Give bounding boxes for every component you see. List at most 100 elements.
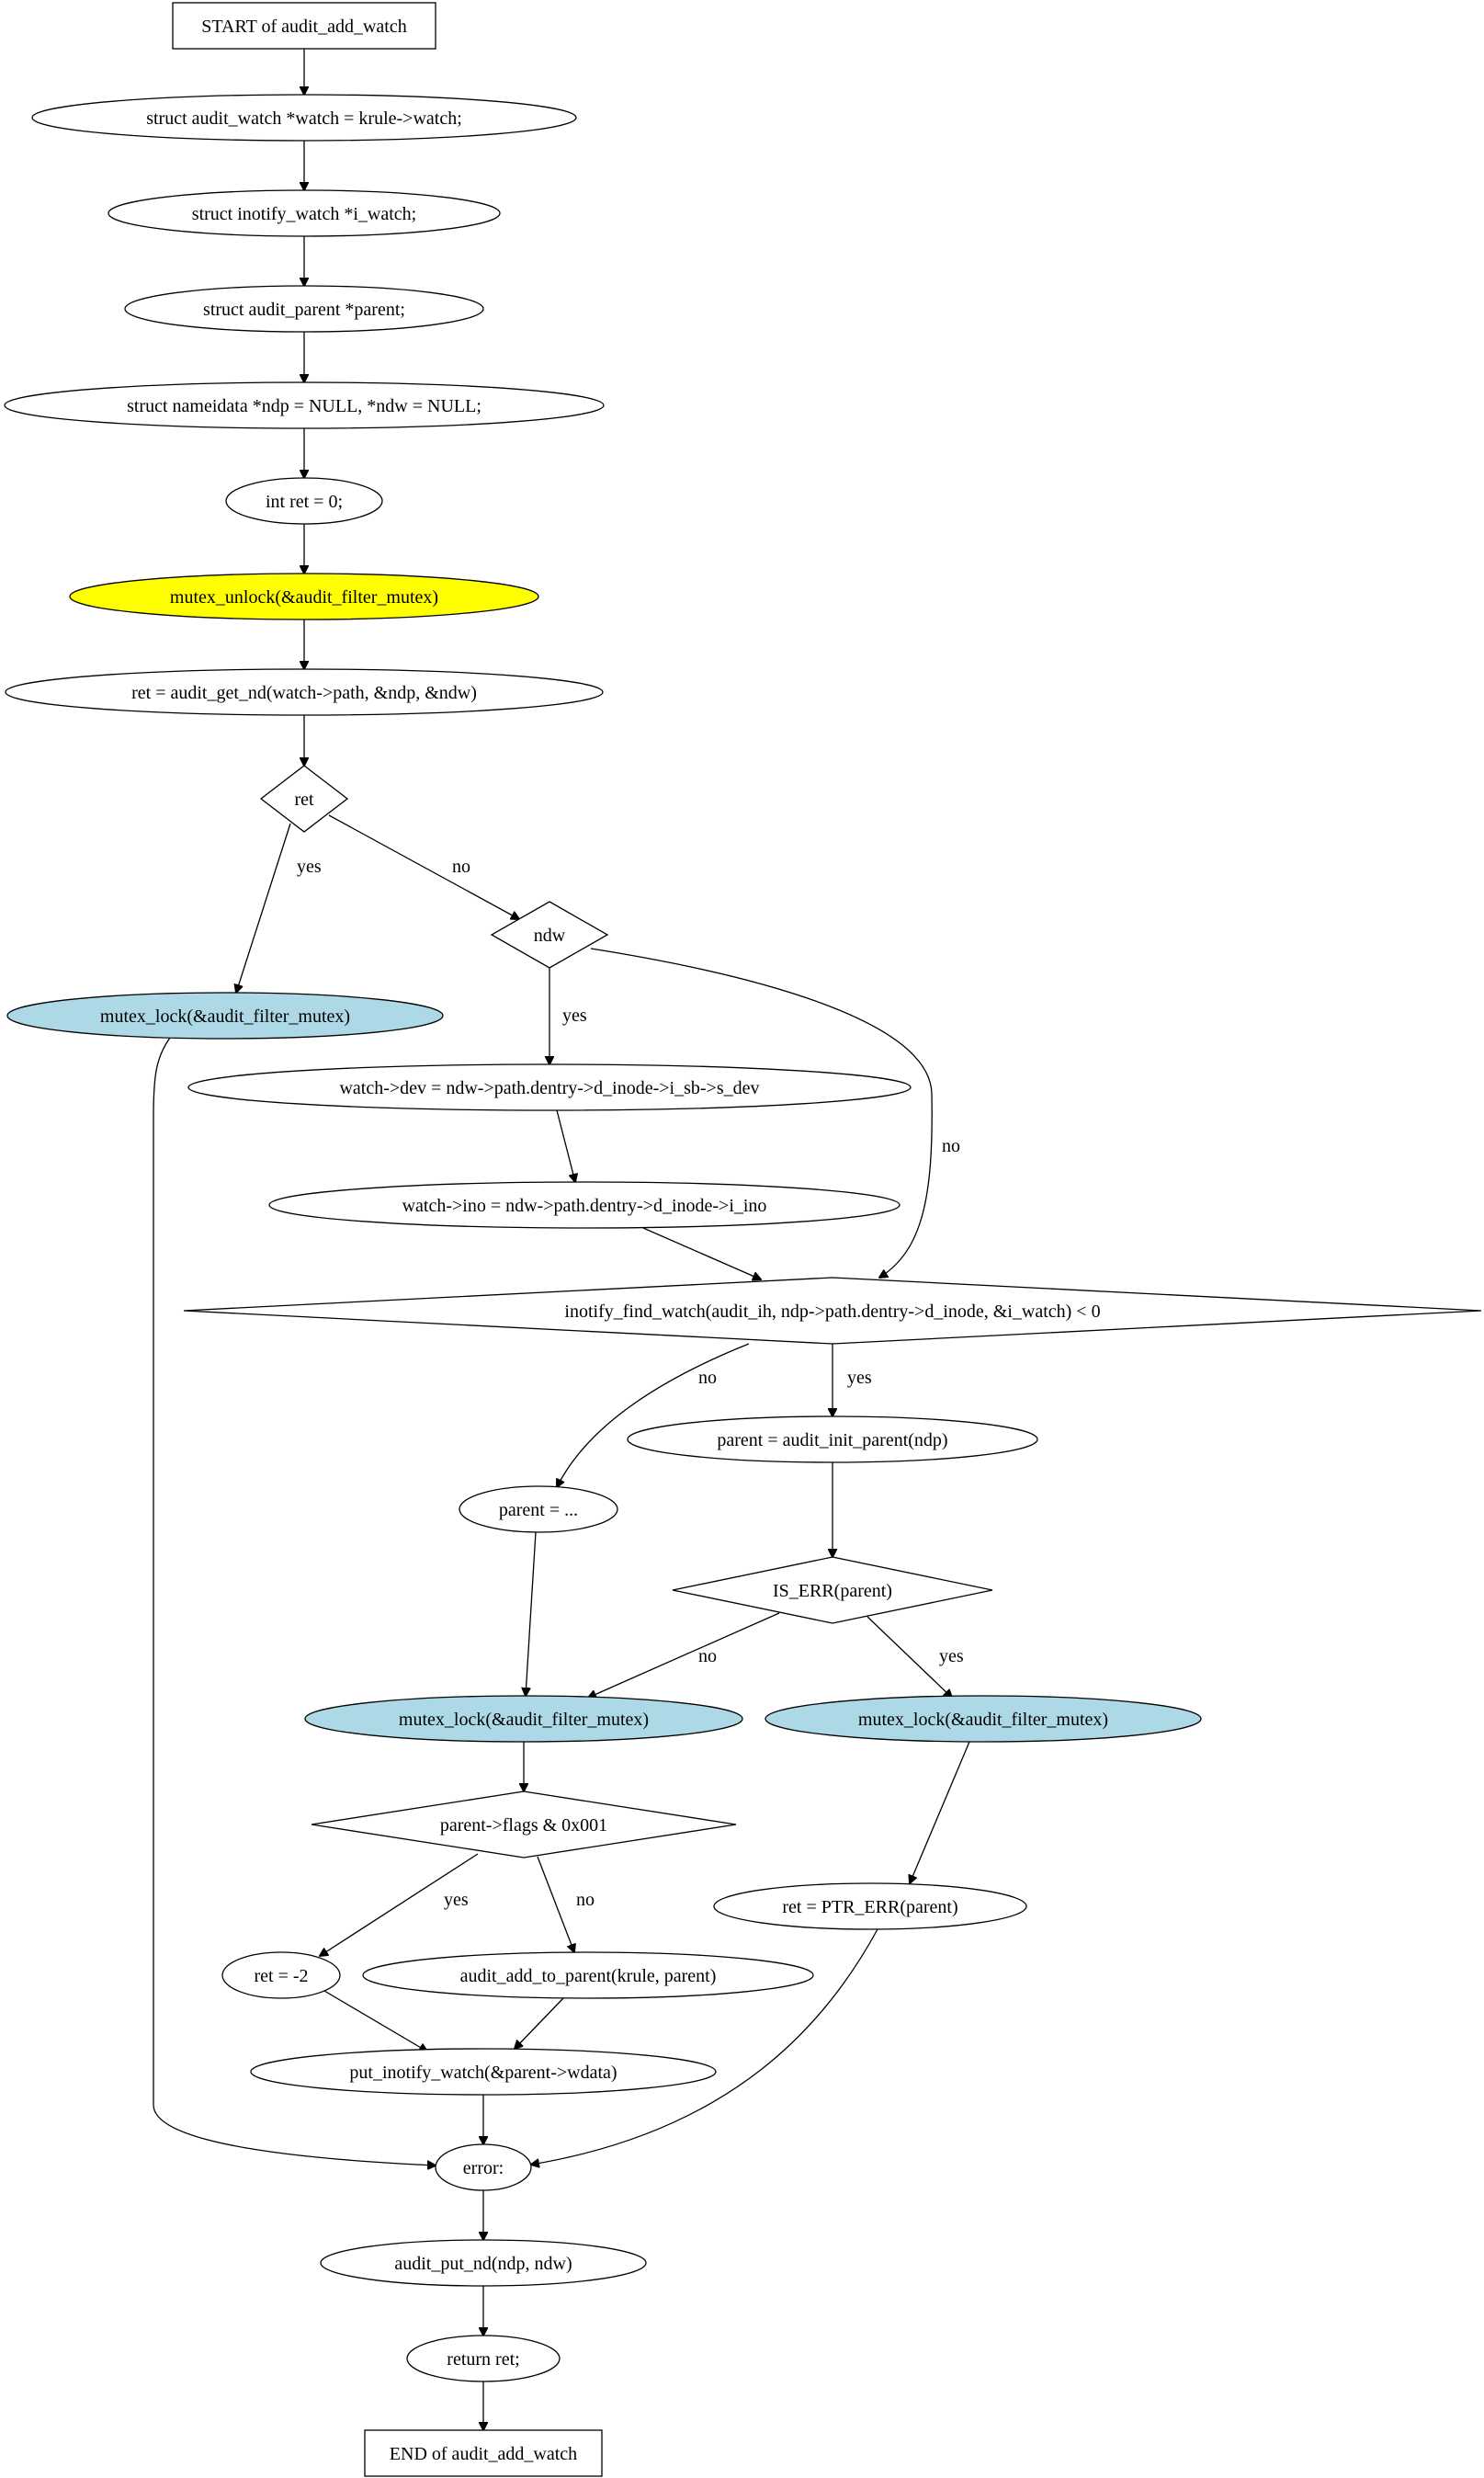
edge-label-is_err-lock_main: no	[698, 1646, 717, 1666]
node-put-watch: put_inotify_watch(&parent->wdata)	[250, 2048, 717, 2096]
node-label: mutex_lock(&audit_filter_mutex)	[858, 1710, 1108, 1730]
node-start: START of audit_add_watch	[172, 2, 436, 50]
node-ellipse	[765, 1695, 1202, 1743]
edge-lock_iserr-ptr_err	[910, 1741, 970, 1883]
node-label: watch->dev = ndw->path.dentry->d_inode->…	[339, 1078, 759, 1098]
node-get-nd: ret = audit_get_nd(watch->path, &ndp, &n…	[5, 668, 604, 716]
edge-label-flags_check-add_to_parent: no	[576, 1890, 595, 1910]
node-label: mutex_lock(&audit_filter_mutex)	[399, 1710, 649, 1730]
node-label: ret = -2	[254, 1966, 308, 1986]
node-ellipse	[268, 1181, 901, 1229]
node-ndw-check: ndw	[490, 901, 609, 969]
node-ellipse	[221, 1951, 341, 1999]
node-lock-iserr: mutex_lock(&audit_filter_mutex)	[765, 1695, 1202, 1743]
node-is-err: IS_ERR(parent)	[672, 1556, 993, 1624]
edge-label-is_err-lock_iserr: yes	[939, 1646, 964, 1666]
node-put-nd: audit_put_nd(ndp, ndw)	[320, 2239, 647, 2287]
node-i-watch-decl: struct inotify_watch *i_watch;	[108, 189, 501, 237]
node-lock-main: mutex_lock(&audit_filter_mutex)	[304, 1695, 743, 1743]
edge-lock_err-error	[153, 1037, 436, 2165]
node-label: ret = PTR_ERR(parent)	[782, 1897, 957, 1917]
node-ret-neg2: ret = -2	[221, 1951, 341, 1999]
node-ellipse	[6, 992, 444, 1040]
edge-is_err-lock_main	[588, 1612, 780, 1698]
node-label: parent->flags & 0x001	[440, 1815, 607, 1836]
node-label: ret	[294, 790, 314, 810]
node-label: put_inotify_watch(&parent->wdata)	[349, 2063, 617, 2083]
node-label: IS_ERR(parent)	[773, 1581, 892, 1601]
node-label: parent = audit_init_parent(ndp)	[717, 1430, 947, 1450]
node-label: mutex_unlock(&audit_filter_mutex)	[170, 587, 438, 608]
node-label: struct nameidata *ndp = NULL, *ndw = NUL…	[127, 396, 481, 416]
node-ellipse	[304, 1695, 743, 1743]
edge-flags_check-ret_neg2	[320, 1853, 479, 1956]
edge-ret_neg2-put_watch	[323, 1990, 427, 2052]
node-ellipse	[5, 668, 604, 716]
edge-label-ret_check-ndw_check: no	[452, 857, 470, 877]
node-label: parent = ...	[499, 1500, 578, 1520]
node-error: error:	[435, 2143, 532, 2191]
node-find-watch: inotify_find_watch(audit_ih, ndp->path.d…	[183, 1277, 1482, 1345]
node-diamond	[490, 901, 609, 969]
edge-parent_dots-lock_main	[526, 1531, 537, 1696]
node-diamond	[259, 765, 349, 833]
node-return: return ret;	[406, 2335, 561, 2382]
edge-ptr_err-error	[531, 1928, 878, 2165]
node-label: ret = audit_get_nd(watch->path, &ndp, &n…	[131, 683, 477, 703]
node-diamond	[311, 1790, 737, 1858]
node-ndp-decl: struct nameidata *ndp = NULL, *ndw = NUL…	[4, 381, 605, 429]
node-ellipse	[108, 189, 501, 237]
node-box	[172, 2, 436, 50]
edge-label-find_watch-init_parent: yes	[847, 1368, 872, 1388]
node-label: audit_add_to_parent(krule, parent)	[460, 1966, 717, 1986]
edge-flags_check-add_to_parent	[537, 1856, 574, 1952]
node-ret-check: ret	[259, 765, 349, 833]
node-end: END of audit_add_watch	[364, 2429, 603, 2477]
edge-find_watch-parent_dots	[557, 1343, 750, 1487]
node-ellipse	[4, 381, 605, 429]
edge-label-ndw_check-set_dev: yes	[562, 1006, 587, 1026]
edge-ndw_check-find_watch	[590, 948, 933, 1278]
node-lock-err: mutex_lock(&audit_filter_mutex)	[6, 992, 444, 1040]
node-ellipse	[435, 2143, 532, 2191]
edge-ret_check-lock_err	[236, 823, 291, 993]
node-label: inotify_find_watch(audit_ih, ndp->path.d…	[564, 1302, 1100, 1322]
node-label: struct inotify_watch *i_watch;	[192, 204, 416, 224]
node-parent-decl: struct audit_parent *parent;	[124, 285, 484, 333]
node-ellipse	[31, 94, 577, 142]
node-label: mutex_lock(&audit_filter_mutex)	[100, 1006, 350, 1027]
node-ellipse	[124, 285, 484, 333]
node-label: return ret;	[447, 2349, 519, 2370]
node-parent-dots: parent = ...	[459, 1485, 618, 1533]
edge-label-find_watch-parent_dots: no	[698, 1368, 717, 1388]
node-ellipse	[627, 1415, 1038, 1463]
node-ellipse	[713, 1882, 1027, 1930]
edge-label-flags_check-ret_neg2: yes	[444, 1890, 469, 1910]
node-flags-check: parent->flags & 0x001	[311, 1790, 737, 1858]
node-add-to-parent: audit_add_to_parent(krule, parent)	[362, 1951, 814, 1999]
node-label: struct audit_watch *watch = krule->watch…	[146, 108, 462, 129]
node-ellipse	[406, 2335, 561, 2382]
node-set-ino: watch->ino = ndw->path.dentry->d_inode->…	[268, 1181, 901, 1229]
node-label: error:	[463, 2158, 504, 2178]
edge-label-ret_check-lock_err: yes	[297, 857, 322, 877]
node-label: audit_put_nd(ndp, ndw)	[394, 2254, 572, 2274]
node-label: watch->ino = ndw->path.dentry->d_inode->…	[402, 1196, 767, 1216]
node-ellipse	[69, 573, 539, 620]
node-watch-decl: struct audit_watch *watch = krule->watch…	[31, 94, 577, 142]
node-label: START of audit_add_watch	[201, 17, 406, 37]
node-ptr-err: ret = PTR_ERR(parent)	[713, 1882, 1027, 1930]
edge-is_err-lock_iserr	[867, 1616, 952, 1698]
node-diamond	[672, 1556, 993, 1624]
edge-labels-layer: yes no yes no no yes no yes yes no	[297, 857, 964, 1910]
node-mutex-unlock: mutex_unlock(&audit_filter_mutex)	[69, 573, 539, 620]
edge-ret_check-ndw_check	[328, 814, 519, 919]
node-init-parent: parent = audit_init_parent(ndp)	[627, 1415, 1038, 1463]
node-label: ndw	[534, 926, 566, 946]
node-set-dev: watch->dev = ndw->path.dentry->d_inode->…	[187, 1063, 912, 1111]
node-ellipse	[187, 1063, 912, 1111]
edge-label-ndw_check-find_watch: no	[942, 1136, 960, 1156]
node-ellipse	[225, 477, 383, 525]
